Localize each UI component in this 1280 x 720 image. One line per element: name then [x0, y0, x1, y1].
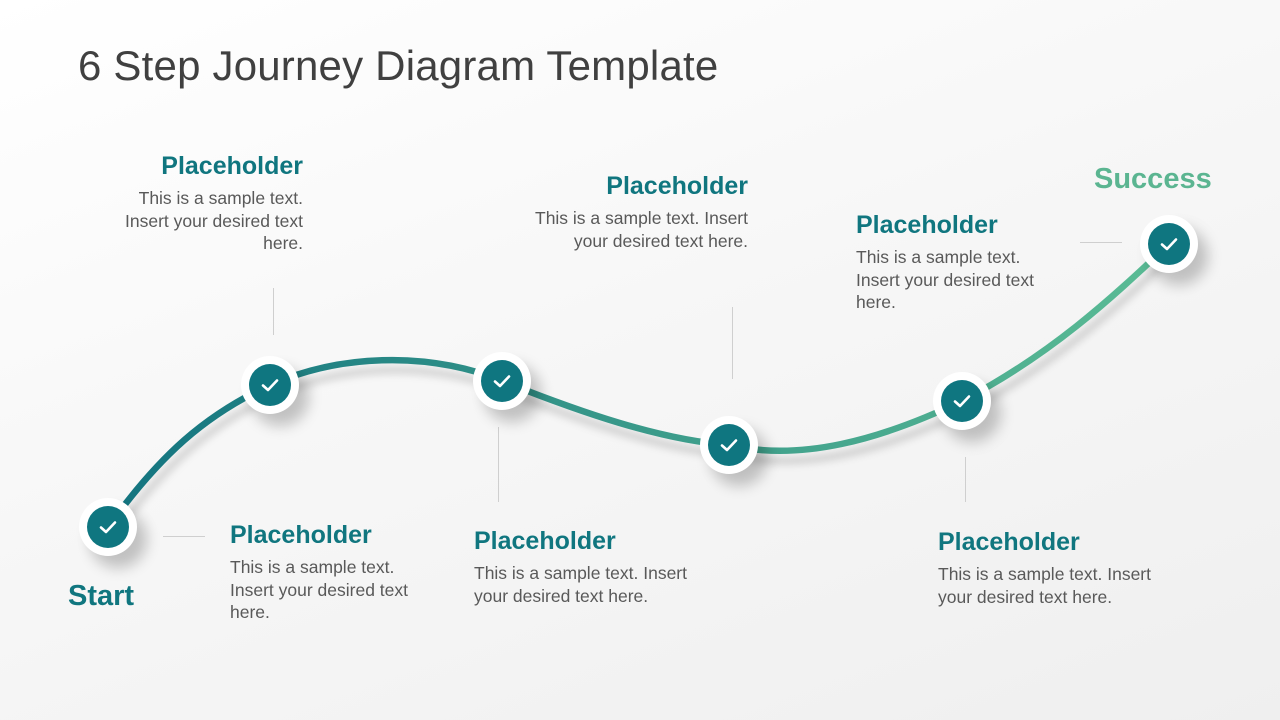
step-heading: Placeholder — [856, 211, 998, 239]
step-description: This is a sample text. Insert your desir… — [856, 247, 1034, 312]
step-description: This is a sample text. Insert your desir… — [230, 557, 408, 622]
step-heading: Placeholder — [161, 152, 303, 180]
step-block-6: Placeholder This is a sample text. Inser… — [856, 210, 1056, 314]
connector-line-6 — [1080, 242, 1122, 243]
step-description: This is a sample text. Insert your desir… — [125, 188, 303, 253]
step-block-2: Placeholder This is a sample text. Inser… — [108, 151, 303, 255]
step-heading: Placeholder — [230, 521, 372, 549]
checkmark-icon — [493, 375, 511, 388]
step-node-4[interactable] — [700, 416, 758, 474]
connector-line-2 — [273, 288, 274, 335]
step-heading: Placeholder — [474, 527, 616, 555]
connector-line-5 — [965, 457, 966, 502]
step-block-1: Placeholder This is a sample text. Inser… — [230, 520, 415, 624]
step-node-3[interactable] — [473, 352, 531, 410]
connector-line-3 — [498, 427, 499, 502]
checkmark-icon — [99, 521, 117, 534]
checkmark-icon — [720, 439, 738, 452]
checkmark-icon — [1160, 238, 1178, 251]
step-node-6[interactable] — [1140, 215, 1198, 273]
step-node-1[interactable] — [79, 498, 137, 556]
checkmark-icon — [261, 379, 279, 392]
step-block-3: Placeholder This is a sample text. Inser… — [474, 526, 714, 607]
step-node-5[interactable] — [933, 372, 991, 430]
step-node-2[interactable] — [241, 356, 299, 414]
page-title: 6 Step Journey Diagram Template — [78, 42, 719, 89]
connector-line-1 — [163, 536, 205, 537]
step-description: This is a sample text. Insert your desir… — [535, 208, 748, 251]
step-heading: Placeholder — [938, 528, 1080, 556]
step-block-4: Placeholder This is a sample text. Inser… — [508, 171, 748, 252]
start-label: Start — [68, 580, 135, 612]
connector-line-4 — [732, 307, 733, 379]
step-block-5: Placeholder This is a sample text. Inser… — [938, 527, 1178, 608]
step-description: This is a sample text. Insert your desir… — [938, 564, 1151, 607]
checkmark-icon — [953, 395, 971, 408]
success-label: Success — [1094, 163, 1212, 195]
step-description: This is a sample text. Insert your desir… — [474, 563, 687, 606]
step-heading: Placeholder — [606, 172, 748, 200]
